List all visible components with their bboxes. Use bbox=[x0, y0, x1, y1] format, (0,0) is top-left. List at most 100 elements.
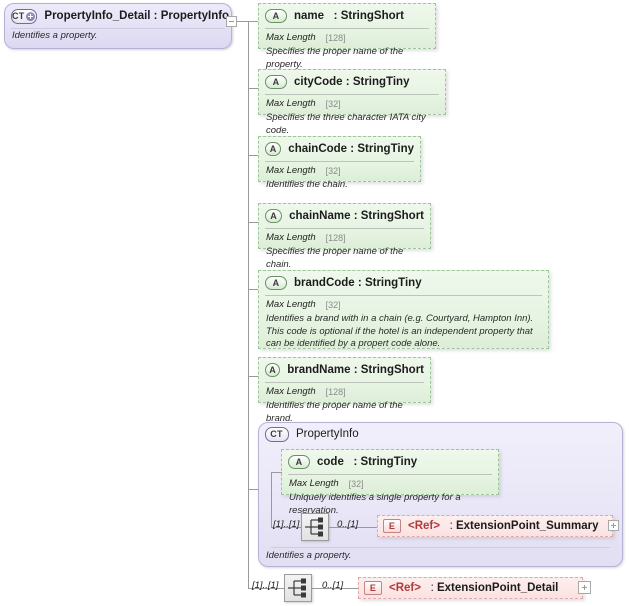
connector-outer-seq-left bbox=[248, 588, 284, 589]
root-complextype-node[interactable]: CT PropertyInfo_Detail : PropertyInfo Id… bbox=[4, 3, 232, 49]
inner-complextype-node[interactable]: CT PropertyInfo A code : StringTiny Max … bbox=[258, 422, 623, 567]
facet-row: Max Length [128] bbox=[259, 229, 430, 245]
divider bbox=[288, 474, 492, 475]
attribute-node-citycode[interactable]: A cityCode : StringTiny Max Length [32] … bbox=[258, 69, 446, 136]
inner-title-row: CT PropertyInfo bbox=[259, 423, 622, 445]
inner-ref-occurrence: 0..[1] bbox=[337, 519, 359, 530]
root-documentation: Identifies a property. bbox=[12, 30, 98, 41]
attribute-documentation: Uniquely identifies a single property fo… bbox=[289, 492, 461, 516]
facet-value: [128] bbox=[325, 232, 346, 243]
attribute-documentation: Specifies the three character IATA city … bbox=[266, 112, 426, 136]
attribute-documentation: Specifies the proper name of the chain. bbox=[266, 246, 404, 270]
inner-title: PropertyInfo bbox=[296, 428, 359, 440]
facet-row: Max Length [32] bbox=[259, 95, 445, 111]
attribute-title: chainName : StringShort bbox=[289, 210, 424, 222]
attribute-title: name : StringShort bbox=[294, 10, 404, 22]
attribute-node-code[interactable]: A code : StringTiny Max Length [32] Uniq… bbox=[281, 449, 499, 516]
inner-documentation: Identifies a property. bbox=[266, 550, 352, 561]
attribute-icon: A bbox=[265, 142, 282, 156]
expand-toggle-extensionpoint-detail[interactable] bbox=[578, 581, 591, 594]
attribute-node-chainname[interactable]: A chainName : StringShort Max Length [12… bbox=[258, 203, 431, 270]
connector-seq-to-ref bbox=[329, 527, 377, 528]
ref-title-row: E <Ref> : ExtensionPoint_Summary bbox=[378, 516, 612, 536]
complextype-icon: CT bbox=[265, 426, 289, 442]
element-icon: E bbox=[364, 581, 382, 595]
attribute-node-brandcode[interactable]: A brandCode : StringTiny Max Length [32]… bbox=[258, 270, 549, 349]
element-ref-extensionpoint-detail[interactable]: E <Ref> : ExtensionPoint_Detail bbox=[358, 577, 583, 599]
attribute-icon: A bbox=[265, 75, 287, 89]
attribute-icon: A bbox=[265, 363, 281, 377]
attribute-icon: A bbox=[265, 276, 287, 290]
sequence-icon[interactable] bbox=[301, 513, 329, 541]
outer-ref-occurrence: 0..[1] bbox=[322, 580, 344, 591]
attribute-title-row: A brandName : StringShort bbox=[259, 358, 430, 382]
facet-label: Max Length bbox=[266, 32, 316, 43]
connector-branch-chainname bbox=[248, 222, 260, 223]
attribute-icon: A bbox=[265, 9, 287, 23]
attribute-documentation: Identifies the proper name of the brand. bbox=[266, 400, 403, 424]
connector-spine-top bbox=[237, 21, 249, 22]
facet-row: Max Length [128] bbox=[259, 29, 435, 45]
facet-value: [32] bbox=[325, 165, 341, 176]
expand-toggle-extensionpoint-summary[interactable] bbox=[608, 520, 619, 531]
element-icon: E bbox=[383, 519, 401, 533]
root-title: PropertyInfo_Detail : PropertyInfo bbox=[44, 10, 230, 22]
attribute-node-name[interactable]: A name : StringShort Max Length [128] Sp… bbox=[258, 3, 436, 70]
ref-title: <Ref> : ExtensionPoint_Summary bbox=[408, 520, 599, 532]
connector-spine bbox=[248, 21, 249, 589]
sequence-glyph bbox=[288, 578, 306, 598]
divider bbox=[265, 28, 429, 29]
divider bbox=[265, 382, 424, 383]
attribute-documentation: Specifies the proper name of the propert… bbox=[266, 46, 404, 70]
connector-branch-brandcode bbox=[248, 289, 260, 290]
attribute-icon: A bbox=[265, 209, 283, 223]
attribute-title: chainCode : StringTiny bbox=[288, 143, 414, 155]
sequence-icon[interactable] bbox=[284, 574, 312, 602]
facet-row: Max Length [128] bbox=[259, 383, 430, 399]
facet-value: [32] bbox=[325, 299, 341, 310]
ref-title: <Ref> : ExtensionPoint_Detail bbox=[389, 582, 559, 594]
inner-sequence-occurrence: [1]..[1] bbox=[273, 519, 300, 530]
attribute-icon: A bbox=[288, 455, 310, 469]
root-collapse-toggle[interactable] bbox=[226, 16, 237, 27]
attribute-title: code : StringTiny bbox=[317, 456, 418, 468]
divider bbox=[271, 547, 610, 548]
complextype-plus-icon: CT bbox=[11, 8, 38, 24]
facet-value: [128] bbox=[325, 32, 346, 43]
sequence-glyph bbox=[305, 517, 323, 537]
attribute-title-row: A cityCode : StringTiny bbox=[259, 70, 445, 94]
connector-outer-seq-right bbox=[312, 588, 358, 589]
divider bbox=[11, 28, 225, 29]
attribute-title: brandCode : StringTiny bbox=[294, 277, 422, 289]
facet-value: [32] bbox=[325, 98, 341, 109]
attribute-title-row: A name : StringShort bbox=[259, 4, 435, 28]
facet-row: Max Length [32] bbox=[259, 162, 420, 178]
attribute-title-row: A code : StringTiny bbox=[282, 450, 498, 474]
facet-row: Max Length [32] bbox=[259, 296, 548, 312]
divider bbox=[265, 161, 414, 162]
element-ref-extensionpoint-summary[interactable]: E <Ref> : ExtensionPoint_Summary bbox=[377, 515, 613, 537]
facet-label: Max Length bbox=[266, 165, 316, 176]
plus-icon[interactable] bbox=[26, 11, 36, 21]
attribute-title-row: A chainCode : StringTiny bbox=[259, 137, 420, 161]
facet-value: [128] bbox=[325, 386, 346, 397]
attribute-documentation: Identifies the chain. bbox=[266, 179, 348, 190]
attribute-documentation: Identifies a brand with in a chain (e.g.… bbox=[266, 313, 534, 349]
attribute-title-row: A chainName : StringShort bbox=[259, 204, 430, 228]
connector-branch-brandname bbox=[248, 376, 260, 377]
connector-branch-propertyinfo bbox=[248, 489, 260, 490]
facet-label: Max Length bbox=[266, 299, 316, 310]
attribute-node-brandname[interactable]: A brandName : StringShort Max Length [12… bbox=[258, 357, 431, 424]
attribute-title: brandName : StringShort bbox=[287, 364, 424, 376]
connector-branch-citycode bbox=[248, 88, 260, 89]
divider bbox=[265, 94, 439, 95]
connector-inner-spine bbox=[271, 472, 272, 527]
connector-inner-to-seq bbox=[271, 527, 301, 528]
attribute-title: cityCode : StringTiny bbox=[294, 76, 410, 88]
connector-branch-name bbox=[248, 21, 260, 22]
attribute-node-chaincode[interactable]: A chainCode : StringTiny Max Length [32]… bbox=[258, 136, 421, 190]
connector-inner-to-code bbox=[271, 472, 282, 473]
facet-label: Max Length bbox=[266, 98, 316, 109]
outer-sequence-occurrence: [1]..[1] bbox=[252, 580, 279, 591]
